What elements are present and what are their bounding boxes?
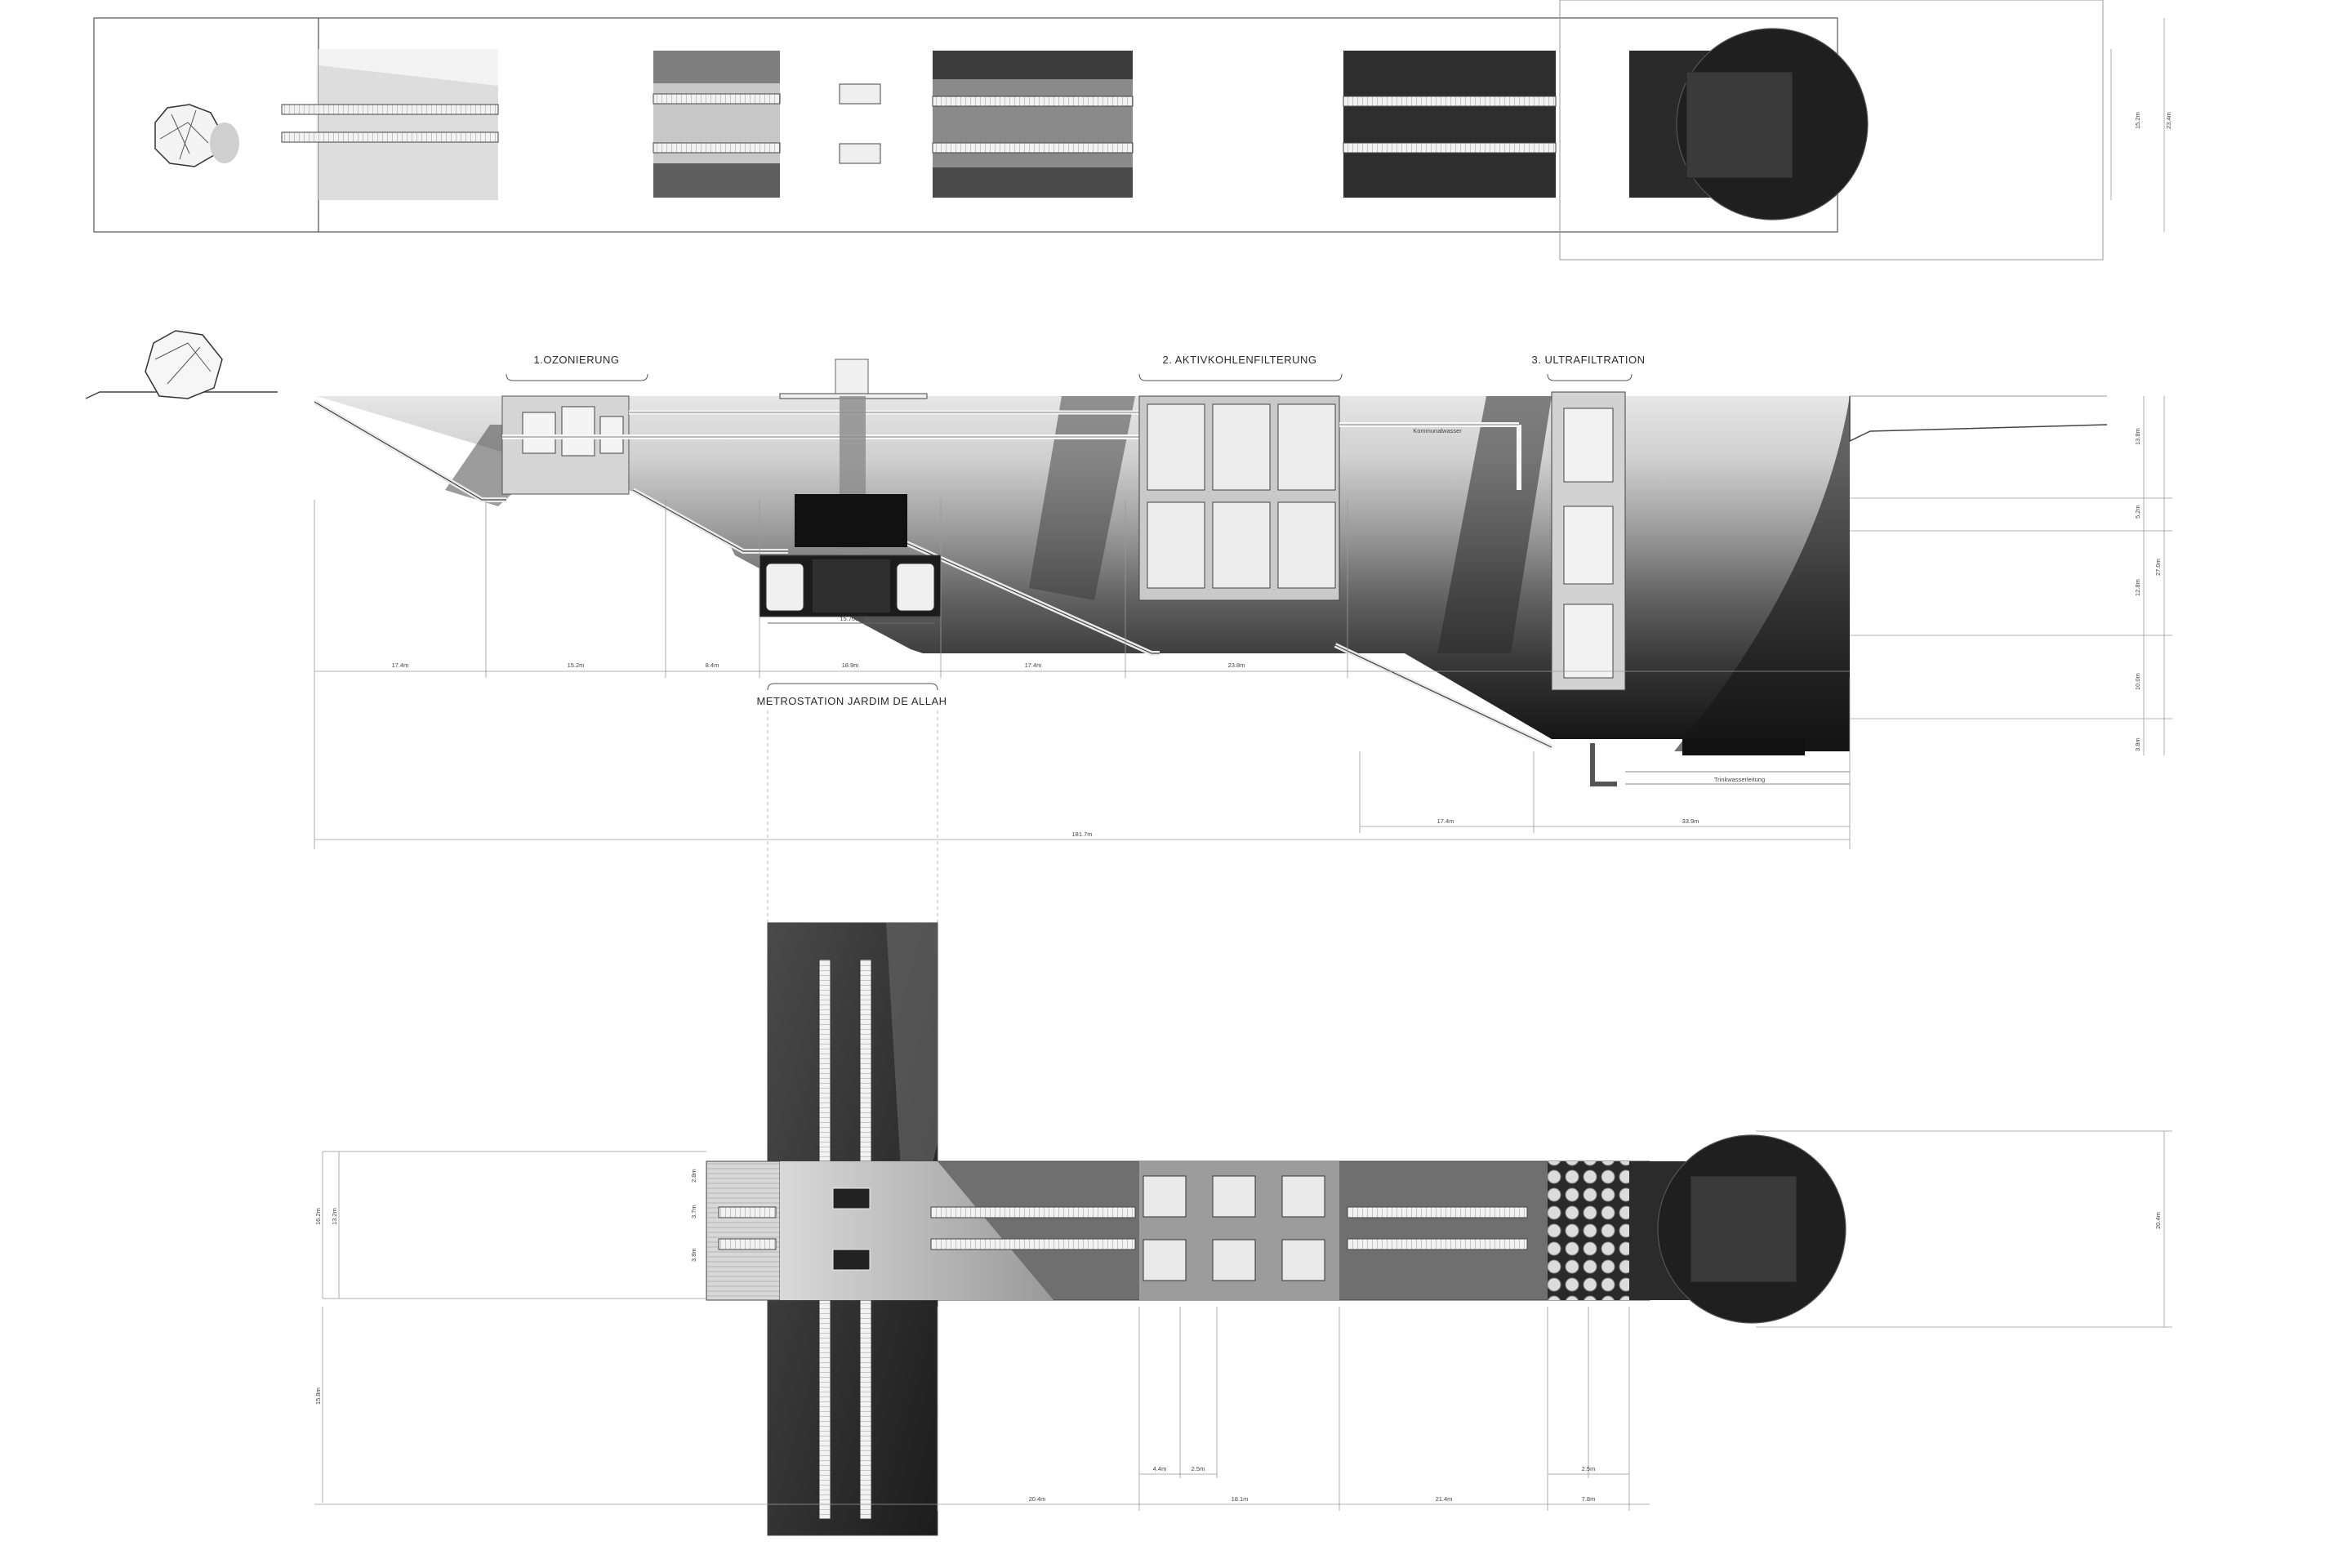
dim-metro-inner: 15.700m [840,615,863,622]
label-ozonierung: 1.OZONIERUNG [534,354,620,366]
shaft-top-1 [839,83,881,105]
label-ultrafiltration: 3. ULTRAFILTRATION [1531,354,1645,366]
boulder-icon [154,104,239,167]
label-aktivkohle: 2. AKTIVKOHLENFILTERUNG [1163,354,1317,366]
dim-b-a: 20.4m [1029,1495,1046,1503]
dim-v1: 13.8m [2134,428,2141,445]
dim-b-arm-down: 15.8m [314,1388,322,1405]
escalator-top-1 [281,104,499,115]
pipe-note-2: Trinkwasserleitung [1714,776,1765,783]
dim-lower-a: 17.4m [1437,817,1454,825]
uf-plan-top [1343,51,1556,198]
metro-upper [795,494,907,547]
dim-v5: 10.0m [2134,673,2141,690]
uf-plan-modules [1548,1161,1629,1300]
dim-b-c: 21.4m [1436,1495,1453,1503]
dim-s5: 17.4m [1025,662,1042,669]
dim-b-h-left-inner: 13.2m [331,1208,338,1225]
dim-b-h-right: 20.4m [2154,1212,2162,1229]
dim-top-h-outer: 23.4m [2165,112,2172,129]
dim-lower-b: 33.9m [1682,817,1699,825]
label-metro: METROSTATION JARDIM DE ALLAH [756,695,947,707]
dim-s1: 17.4m [392,662,409,669]
shaft-bottom-1 [832,1187,871,1209]
pipe-note-1: Kommunalwasser [1413,427,1462,434]
dim-v6: 3.8m [2134,737,2141,751]
dim-b-h-left-outer: 16.2m [314,1208,322,1225]
dim-b-small-b: 2.5m [1192,1465,1205,1472]
train-right-icon [896,563,935,612]
dim-s2: 15.2m [568,662,585,669]
dim-s4: 18.9m [842,662,859,669]
escalator-top-2 [281,131,499,143]
dim-s3: 8.4m [706,662,719,669]
longitudinal-section: 15.700m Kommunalwasser Trinkwasserleitun… [85,330,2172,923]
dim-b-small-c: 2.5m [1582,1465,1596,1472]
dim-total: 181.7m [1071,831,1092,838]
dim-v3: 27.0m [2154,559,2162,576]
shaft-bottom-2 [832,1249,871,1271]
dim-b-stair-c: 3.8m [690,1248,697,1262]
train-left-icon [765,563,804,612]
ramp-hall-top [318,49,498,200]
bottom-plan: 16.2m 13.2m 2.8m 3.7m 3.8m 15.8m 20.4m 1… [314,922,2172,1536]
dim-b-small-a: 4.4m [1153,1465,1167,1472]
escalator-bottom-down-2 [859,1273,872,1520]
escalator-bottom-down-1 [818,1273,831,1520]
boulder-section-icon [145,330,223,399]
dim-b-stair-a: 2.8m [690,1169,697,1183]
dim-s6: 23.8m [1228,662,1245,669]
dim-b-d: 7.8m [1582,1495,1596,1503]
dim-top-h-inner: 15.2m [2134,112,2141,129]
dim-b-stair-b: 3.7m [690,1205,697,1218]
top-plan: 15.2m 23.4m [93,0,2172,261]
dim-v2: 5.2m [2134,505,2141,519]
dim-b-b: 18.1m [1232,1495,1249,1503]
dim-v4: 12.8m [2134,579,2141,596]
shaft-top-2 [839,143,881,164]
